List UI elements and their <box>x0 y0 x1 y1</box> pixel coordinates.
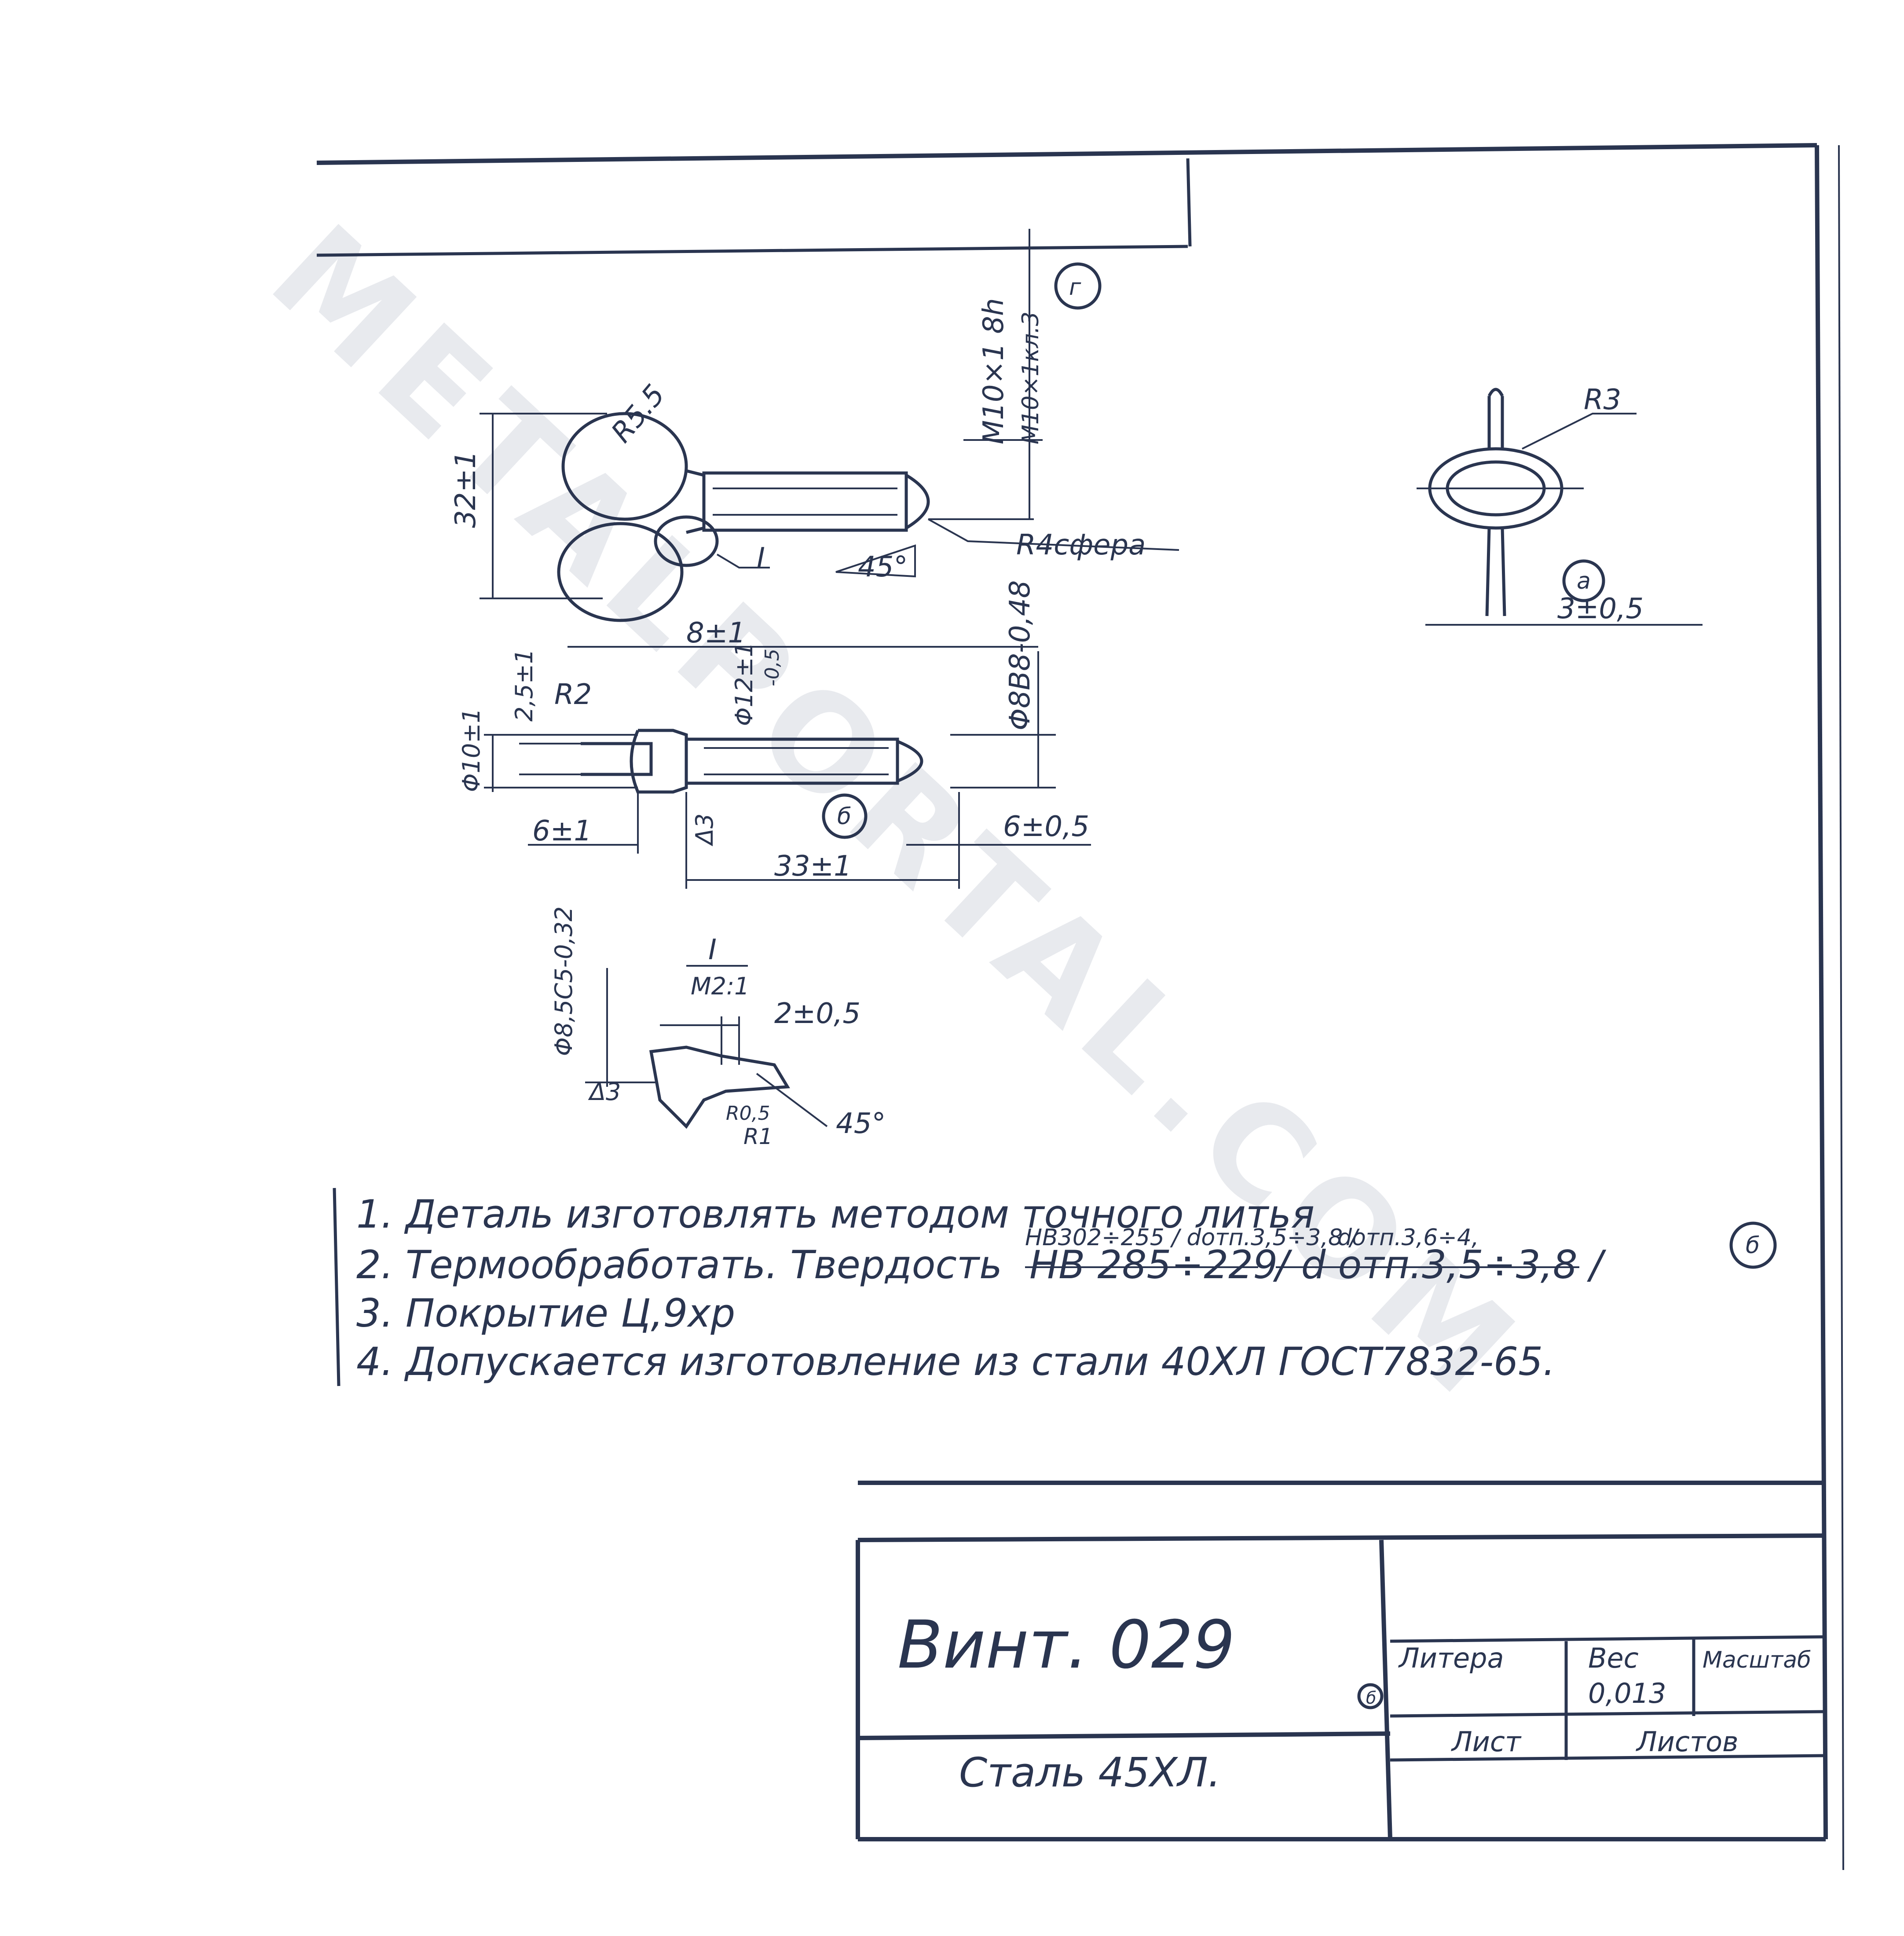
material: Сталь 45ХЛ. <box>959 1749 1221 1796</box>
svg-text:Листов: Листов <box>1636 1726 1739 1758</box>
side-view-labels: R3 a 3±0,5 <box>1557 384 1644 625</box>
svg-text:Лист: Лист <box>1451 1726 1522 1758</box>
drawing-frame <box>316 143 1844 1870</box>
svg-text:M10×1 8h: M10×1 8h <box>978 298 1010 444</box>
svg-text:/ d отп.3,5÷3,8 /: / d отп.3,5÷3,8 / <box>1273 1242 1607 1287</box>
svg-text:M10×1кл.3: M10×1кл.3 <box>1018 312 1044 444</box>
svg-text:33±1: 33±1 <box>774 850 852 883</box>
svg-text:2. Термообработать. Твердость: 2. Термообработать. Твердость <box>356 1242 1002 1287</box>
svg-text:НВ 285÷229: НВ 285÷229 <box>1029 1242 1278 1287</box>
svg-text:I: I <box>757 542 765 575</box>
svg-text:R2: R2 <box>554 678 592 711</box>
svg-text:45°: 45° <box>836 1107 886 1140</box>
detail-view <box>585 965 828 1129</box>
svg-text:a: a <box>1577 568 1591 594</box>
svg-text:3. Покрытие Ц,9хр: 3. Покрытие Ц,9хр <box>356 1291 735 1336</box>
svg-text:2,5±1: 2,5±1 <box>510 649 538 722</box>
svg-text:R4сфера: R4сфера <box>1016 529 1146 561</box>
svg-text:dотп.3,6÷4,: dотп.3,6÷4, <box>1337 1225 1479 1251</box>
part-name: Винт. 029 <box>897 1607 1235 1683</box>
svg-text:6±0,5: 6±0,5 <box>1003 810 1089 843</box>
svg-text:Литера: Литера <box>1398 1642 1504 1674</box>
title-block-text: Винт. 029 Сталь 45ХЛ. б Литера Вес Масшт… <box>897 1607 1811 1796</box>
svg-text:32±1: 32±1 <box>450 451 482 528</box>
main-view <box>480 229 1179 622</box>
svg-text:R0,5: R0,5 <box>726 1102 770 1125</box>
svg-text:б: б <box>1746 1232 1760 1259</box>
svg-text:б: б <box>837 803 851 830</box>
svg-text:R3: R3 <box>1584 384 1621 416</box>
svg-text:45°: 45° <box>858 551 908 583</box>
detail-labels: I М2:1 Φ8,5С5-0,32 2±0,5 Δ3 R0,5 R1 45° <box>550 906 886 1149</box>
svg-text:Δ3: Δ3 <box>691 814 718 847</box>
lower-view-labels: 8±1 2,5±1 R2 Φ12±1 -0,5 Φ8В8-0,48 Φ10±1 … <box>458 580 1089 883</box>
svg-text:6±1: 6±1 <box>532 815 592 847</box>
svg-text:г: г <box>1069 274 1081 301</box>
head-lower-lobe <box>557 522 684 622</box>
title-block <box>856 1481 1826 1841</box>
svg-text:Φ10±1: Φ10±1 <box>458 708 485 792</box>
head-upper-lobe <box>561 412 688 521</box>
technical-notes: 1. Деталь изготовлять методом точного ли… <box>356 1192 1777 1384</box>
svg-text:Вес: Вес <box>1588 1642 1639 1674</box>
svg-text:I: I <box>708 934 717 966</box>
svg-text:Δ3: Δ3 <box>588 1078 621 1106</box>
svg-text:1. Деталь изготовлять методом: 1. Деталь изготовлять методом точного ли… <box>356 1192 1314 1237</box>
svg-text:Φ8В8-0,48: Φ8В8-0,48 <box>1004 580 1036 730</box>
svg-text:8±1: 8±1 <box>686 617 746 649</box>
svg-text:-0,5: -0,5 <box>761 649 784 686</box>
svg-text:Φ12±1: Φ12±1 <box>730 642 758 726</box>
svg-text:R1: R1 <box>743 1124 773 1149</box>
svg-text:НВ302÷255 / dотп.3,5÷3,8 /: НВ302÷255 / dотп.3,5÷3,8 / <box>1025 1225 1360 1251</box>
svg-text:4. Допускается изготовление и: 4. Допускается изготовление из стали 40Х… <box>356 1339 1555 1384</box>
side-view <box>1417 388 1703 626</box>
svg-text:3±0,5: 3±0,5 <box>1557 593 1644 625</box>
svg-text:Φ8,5С5-0,32: Φ8,5С5-0,32 <box>550 906 578 1056</box>
svg-text:б: б <box>1366 1688 1376 1708</box>
svg-text:Масштаб: Масштаб <box>1703 1647 1811 1673</box>
lower-view <box>484 646 1091 889</box>
svg-text:М2:1: М2:1 <box>691 972 750 1000</box>
svg-text:2±0,5: 2±0,5 <box>774 997 860 1030</box>
svg-text:0,013: 0,013 <box>1588 1677 1666 1709</box>
main-view-labels: 32±1 R5.5 I 45° R4сфера M10×1 8h M10×1кл… <box>450 274 1146 583</box>
